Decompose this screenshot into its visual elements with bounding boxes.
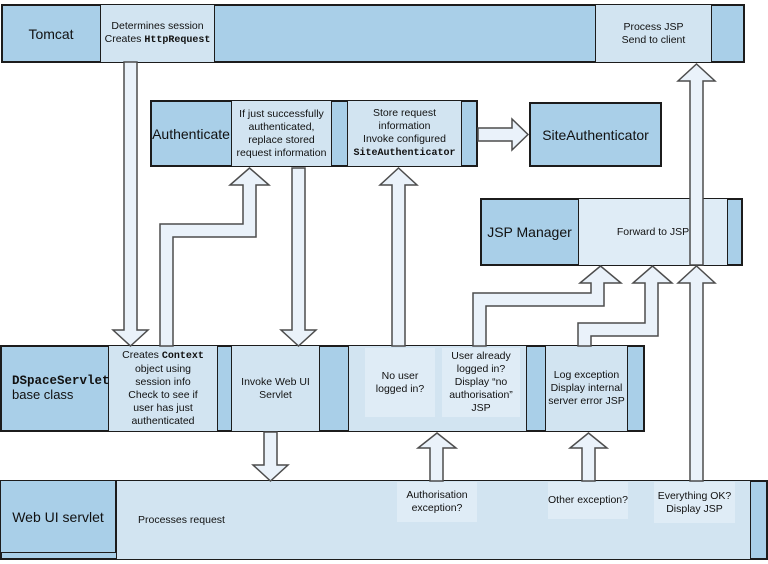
other-exception-text: Other exception? bbox=[548, 494, 628, 506]
store-request-box: Store request information Invoke configu… bbox=[347, 100, 462, 167]
arrow-tomcat-to-dspaceservlet bbox=[111, 61, 150, 348]
webui-servlet-label: Web UI servlet bbox=[12, 508, 104, 525]
processes-request-text: Processes request bbox=[138, 513, 225, 526]
arrow-no-user-to-store bbox=[378, 166, 419, 347]
invoke-webui-text: Invoke Web UI Servlet bbox=[241, 375, 310, 401]
creates-context-box: Creates Context object using session inf… bbox=[108, 345, 218, 432]
dspace-servlet-bar bbox=[0, 345, 645, 432]
determines-session-text: Determines session Creates HttpRequest bbox=[104, 20, 211, 46]
store-request-text: Store request information Invoke configu… bbox=[353, 107, 456, 159]
tomcat-label: Tomcat bbox=[28, 25, 74, 42]
no-user-panel: No user logged in? bbox=[365, 348, 435, 417]
user-already-text: User already logged in? Display “no auth… bbox=[449, 350, 513, 414]
arrow-user-already-to-jspmanager bbox=[472, 265, 624, 347]
everything-ok-text: Everything OK? Display JSP bbox=[657, 489, 732, 515]
log-exception-box: Log exception Display internal server er… bbox=[545, 345, 628, 432]
authorisation-exception-panel: Authorisation exception? bbox=[397, 482, 477, 522]
authenticate-label: Authenticate bbox=[152, 125, 230, 142]
process-jsp-text: Process JSP Send to client bbox=[621, 20, 686, 46]
arrow-other-exception-to-log bbox=[567, 432, 610, 482]
no-user-text: No user logged in? bbox=[375, 369, 425, 395]
other-exception-panel: Other exception? bbox=[548, 482, 628, 519]
arrow-store-to-siteauthenticator bbox=[477, 117, 530, 152]
forward-to-jsp-text: Forward to JSP bbox=[616, 225, 690, 238]
authorisation-exception-text: Authorisation exception? bbox=[406, 489, 468, 514]
everything-ok-panel: Everything OK? Display JSP bbox=[654, 482, 735, 523]
arrow-authorisation-to-dspace bbox=[415, 432, 459, 482]
invoke-webui-box: Invoke Web UI Servlet bbox=[231, 345, 320, 432]
replace-request-text: If just successfully authenticated, repl… bbox=[236, 107, 327, 159]
forward-to-jsp-box: Forward to JSP bbox=[578, 198, 728, 266]
process-jsp-box: Process JSP Send to client bbox=[595, 4, 712, 63]
arrow-everything-ok-to-jspmanager bbox=[676, 264, 717, 482]
creates-context-text: Creates Context object using session inf… bbox=[122, 349, 204, 427]
jsp-manager-label: JSP Manager bbox=[487, 224, 572, 240]
site-authenticator-box: SiteAuthenticator bbox=[529, 102, 662, 167]
arrow-check-authenticated-to-replace bbox=[159, 167, 272, 347]
webui-servlet-label-box: Web UI servlet bbox=[0, 480, 116, 553]
replace-request-box: If just successfully authenticated, repl… bbox=[231, 100, 332, 167]
arrow-replace-to-invoke bbox=[279, 167, 318, 348]
arrow-log-exception-to-jspmanager bbox=[577, 265, 675, 347]
user-already-panel: User already logged in? Display “no auth… bbox=[442, 348, 520, 417]
log-exception-text: Log exception Display internal server er… bbox=[548, 369, 625, 407]
arrow-invoke-to-webui bbox=[251, 431, 290, 483]
determines-session-box: Determines session Creates HttpRequest bbox=[100, 4, 215, 63]
